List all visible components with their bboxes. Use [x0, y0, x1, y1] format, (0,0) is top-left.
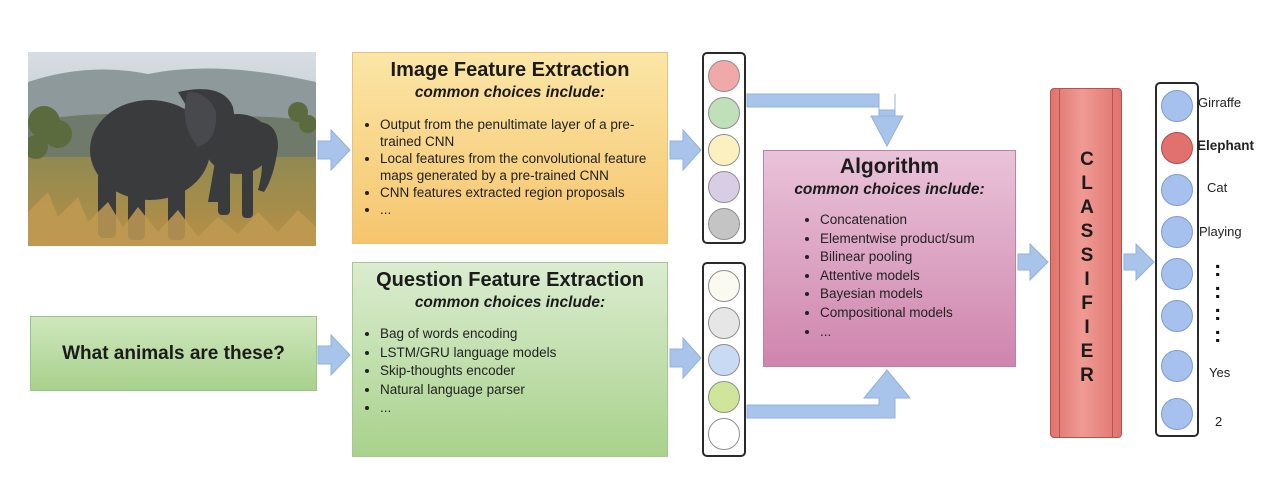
classifier-letter: L [1051, 173, 1123, 195]
arrow-question-to-question-feature [318, 335, 350, 375]
arrow-image-feature-to-vector [670, 130, 701, 170]
classifier-letter: S [1051, 245, 1123, 267]
image-feature-extraction-box: Image Feature Extraction common choices … [352, 52, 668, 244]
vector-cell [708, 97, 740, 129]
image-feature-subtitle: common choices include: [363, 84, 657, 102]
algorithm-box: Algorithm common choices include: Concat… [763, 150, 1016, 367]
question-feature-title: Question Feature Extraction [363, 269, 657, 292]
output-cell-elephant [1161, 132, 1193, 164]
output-vector [1155, 82, 1199, 437]
output-cell-2 [1161, 398, 1193, 430]
output-cell-yes [1161, 350, 1193, 382]
list-item: Elementwise product/sum [820, 230, 1005, 249]
vector-cell [708, 307, 740, 339]
classifier-letter: R [1051, 365, 1123, 387]
classifier-letter: C [1051, 149, 1123, 171]
image-feature-list: Output from the penultimate layer of a p… [363, 116, 657, 218]
vector-cell [708, 418, 740, 450]
vector-cell [708, 344, 740, 376]
arrow-image-vector-to-algorithm [747, 94, 903, 146]
output-label-giraffe: Girraffe [1198, 95, 1241, 110]
question-feature-list: Bag of words encoding LSTM/GRU language … [363, 325, 657, 418]
vector-cell [708, 134, 740, 166]
question-feature-extraction-box: Question Feature Extraction common choic… [352, 262, 668, 457]
vector-cell [708, 381, 740, 413]
vector-cell [708, 171, 740, 203]
list-item: Bayesian models [820, 285, 1005, 304]
image-feature-vector [702, 52, 746, 244]
output-label-yes: Yes [1209, 365, 1230, 380]
output-label-cat: Cat [1207, 180, 1227, 195]
question-text: What animals are these? [62, 343, 285, 365]
output-label-elephant: Elephant [1197, 138, 1254, 153]
algorithm-subtitle: common choices include: [774, 181, 1005, 199]
output-cell-playing [1161, 216, 1193, 248]
ellipsis-dots: :::: [1214, 258, 1221, 346]
question-box: What animals are these? [30, 316, 317, 391]
classifier-block: C L A S S I F I E R [1050, 88, 1122, 438]
question-feature-subtitle: common choices include: [363, 294, 657, 312]
image-feature-title: Image Feature Extraction [363, 59, 657, 82]
list-item: CNN features extracted region proposals [380, 184, 657, 201]
classifier-letter: S [1051, 221, 1123, 243]
output-cell-giraffe [1161, 90, 1193, 122]
list-item: Concatenation [820, 211, 1005, 230]
arrow-question-feature-to-vector [670, 338, 701, 378]
output-label-2: 2 [1215, 414, 1222, 429]
classifier-letter: F [1051, 293, 1123, 315]
arrow-photo-to-image-feature [318, 130, 350, 170]
list-item: Compositional models [820, 304, 1005, 323]
output-cell [1161, 300, 1193, 332]
list-item: Local features from the convolutional fe… [380, 150, 657, 184]
vector-cell [708, 270, 740, 302]
classifier-letter: I [1051, 269, 1123, 291]
arrow-question-vector-to-algorithm [747, 370, 910, 418]
list-item: ... [380, 201, 657, 218]
vector-cell [708, 60, 740, 92]
classifier-letter: I [1051, 317, 1123, 339]
vector-cell [708, 208, 740, 240]
algorithm-list: Concatenation Elementwise product/sum Bi… [774, 211, 1005, 341]
output-label-playing: Playing [1199, 224, 1242, 239]
list-item: Skip-thoughts encoder [380, 362, 657, 381]
classifier-letter: A [1051, 197, 1123, 219]
output-cell-cat [1161, 174, 1193, 206]
list-item: Bilinear pooling [820, 248, 1005, 267]
classifier-letter: E [1051, 341, 1123, 363]
list-item: ... [380, 399, 657, 418]
list-item: Attentive models [820, 267, 1005, 286]
list-item: LSTM/GRU language models [380, 344, 657, 363]
list-item: ... [820, 323, 1005, 342]
arrow-algorithm-to-classifier [1018, 244, 1048, 280]
elephant-photo [28, 52, 316, 246]
algorithm-title: Algorithm [774, 155, 1005, 179]
list-item: Output from the penultimate layer of a p… [380, 116, 657, 150]
list-item: Natural language parser [380, 381, 657, 400]
list-item: Bag of words encoding [380, 325, 657, 344]
output-cell [1161, 258, 1193, 290]
question-feature-vector [702, 262, 746, 457]
arrow-classifier-to-output [1124, 244, 1154, 280]
